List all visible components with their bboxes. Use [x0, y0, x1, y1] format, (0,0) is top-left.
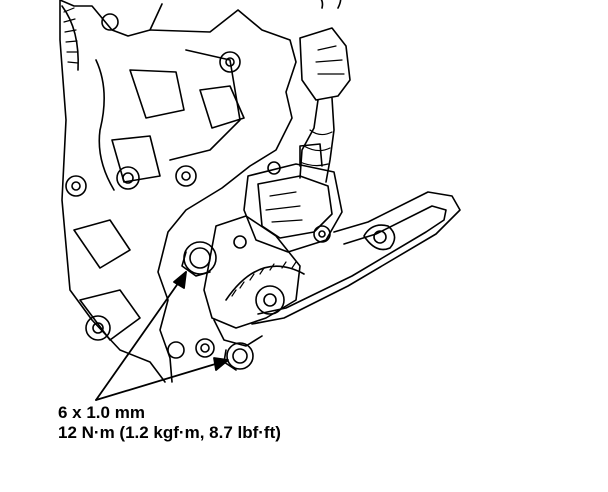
gear-sector: [203, 215, 305, 347]
mounting-bolt-upper: [181, 241, 217, 277]
torque-spec-label: 12 N·m (1.2 kgf·m, 8.7 lbf·ft): [58, 423, 281, 442]
shift-arm: [251, 191, 461, 325]
transmission-housing: [59, 0, 297, 383]
leader-arrows: [95, 271, 229, 401]
bolt-size-label: 6 x 1.0 mm: [58, 403, 145, 422]
mounting-bolt-lower: [223, 342, 254, 371]
wiring-harness: [299, 0, 351, 183]
